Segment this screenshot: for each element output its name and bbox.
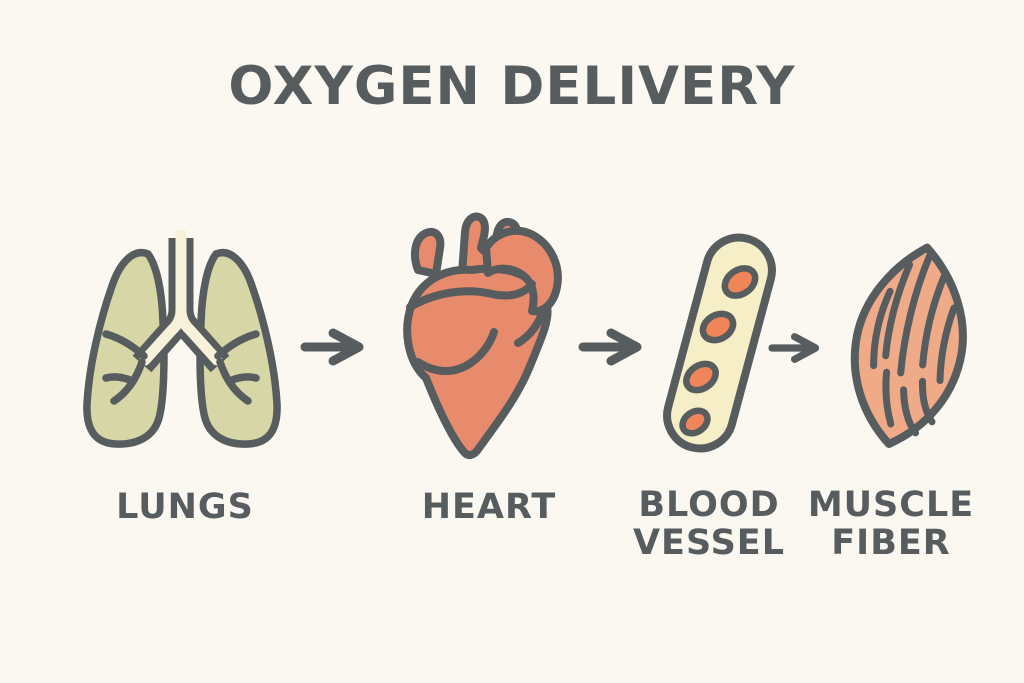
step-label-muscle-fiber: MUSCLE FIBER [807,485,975,563]
step-label-lungs: LUNGS [116,487,254,527]
blood-vessel-icon [663,233,776,453]
step-label-blood-vessel: BLOOD VESSEL [632,485,786,563]
heart-icon [403,212,562,460]
page-title: OXYGEN DELIVERY [228,56,796,117]
right-arrow-icon [300,328,364,366]
right-arrow-icon [768,333,820,363]
lungs-icon [83,230,281,448]
muscle-fiber-icon [850,243,967,448]
right-arrow-icon [578,328,642,366]
step-label-heart: HEART [421,487,557,527]
